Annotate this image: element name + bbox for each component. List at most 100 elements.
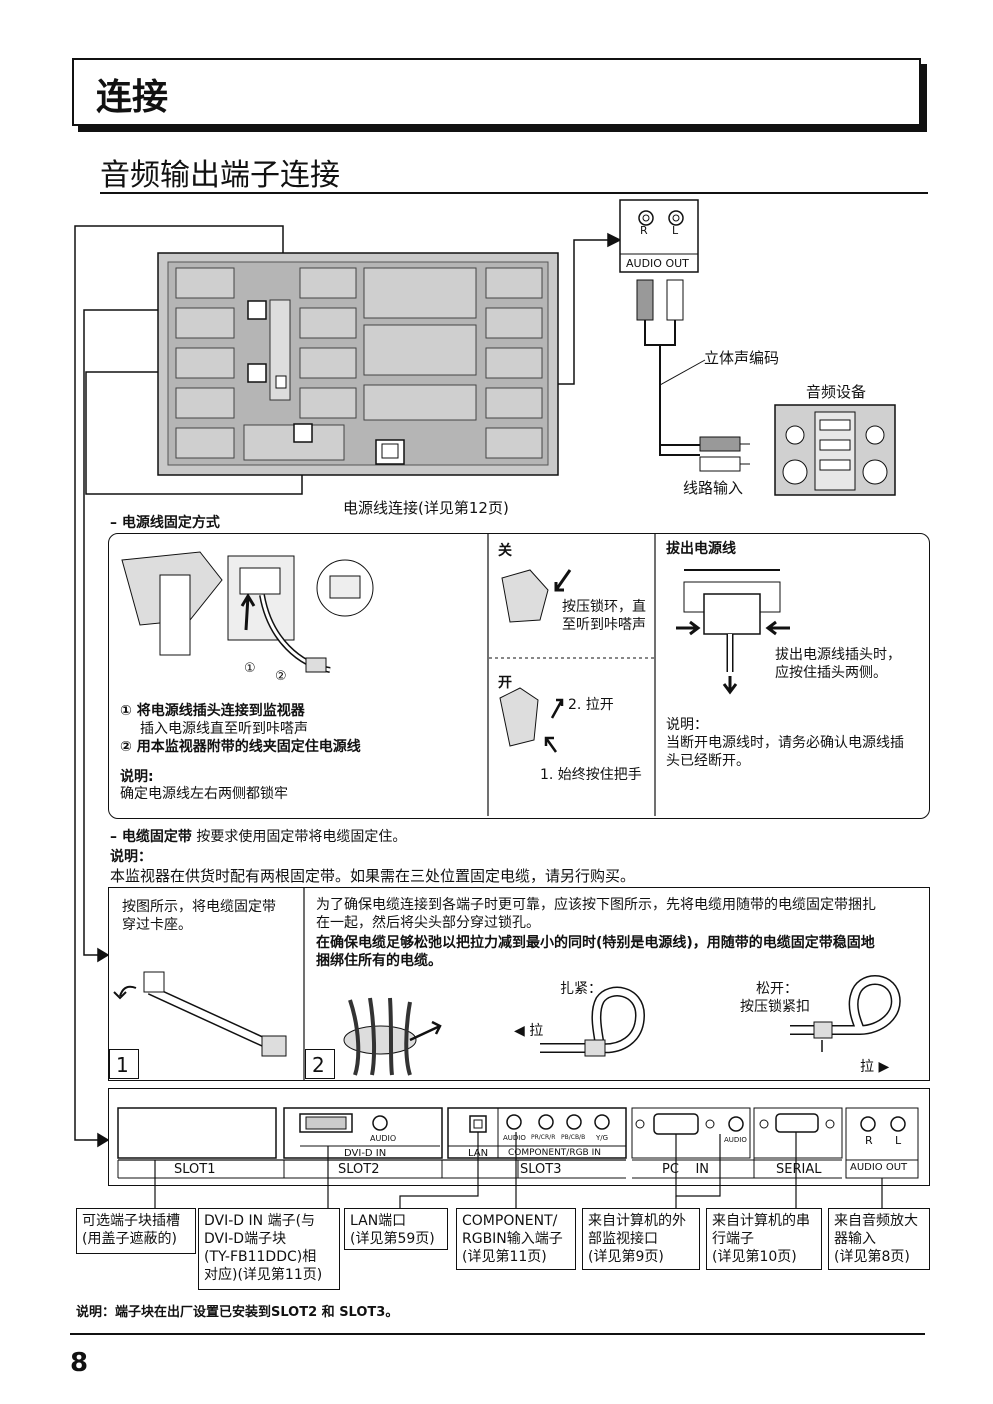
slot1-label: SLOT1: [174, 1162, 216, 1177]
pull-right-label: 拉 ▶: [860, 1059, 890, 1075]
panel2-bold-1: 在确保电缆足够松弛以把拉力减到最小的同时(特别是电源线)，用随带的电缆固定带稳固…: [316, 935, 875, 951]
section-rule: [100, 192, 928, 194]
unplug-text-2: 应按住插头两侧。: [775, 665, 887, 681]
comp-pr-label: PR/CR/R: [531, 1134, 556, 1141]
audio-out-panel-label: AUDIO OUT: [850, 1162, 908, 1173]
panel1-text-1: 按图所示，将电缆固定带: [122, 899, 276, 915]
title-box: 连接: [72, 58, 921, 126]
callout-line: DVI-D端子块: [204, 1231, 287, 1247]
power-fix-heading: – 电源线固定方式: [110, 515, 220, 531]
comp-in-label: COMPONENT/RGB IN: [508, 1148, 601, 1158]
callout-line: (详见第10页): [712, 1249, 797, 1265]
page-number: 8: [70, 1348, 89, 1378]
cable-tie-heading: – 电缆固定带 按要求使用固定带将电缆固定住。: [110, 828, 406, 847]
section-title: 音频输出端子连接: [100, 158, 340, 193]
tighten-label: 扎紧：: [560, 981, 602, 997]
jack-l-label: L: [672, 224, 679, 237]
loosen-label-2: 按压锁紧扣: [740, 999, 810, 1015]
callout-2: ②: [275, 669, 287, 684]
power-fix-step1: ① 将电源线插头连接到监视器: [120, 703, 305, 719]
unplug-title: 拔出电源线: [666, 541, 736, 557]
footer-note: 说明：端子块在出厂设置已安装到SLOT2 和 SLOT3。: [76, 1305, 399, 1320]
pull-left-label: ◀ 拉: [514, 1023, 544, 1039]
callout-line: 行端子: [712, 1231, 754, 1247]
callout-serial: 来自计算机的串 行端子 (详见第10页): [706, 1208, 822, 1270]
page-title: 连接: [96, 77, 169, 118]
callout-line: 可选端子块插槽: [82, 1213, 180, 1229]
callout-slot-cover: 可选端子块插槽 (用盖子遮蔽的): [76, 1208, 196, 1254]
arrow-outer: [97, 1132, 110, 1148]
callout-line: (详见第11页): [462, 1249, 547, 1265]
callout-line: 部监视接口: [588, 1231, 658, 1247]
cable-tie-heading-bold: – 电缆固定带: [110, 829, 192, 845]
panel-r-label: R: [865, 1134, 873, 1147]
callout-line: LAN端口: [350, 1213, 407, 1229]
power-fix-step1-sub: 插入电源线直至听到咔嗒声: [140, 721, 308, 737]
cable-tie-note-text: 本监视器在供货时配有两根固定带。如果需在三处位置固定电缆，请另行购买。: [110, 867, 636, 885]
callout-line: 来自计算机的外: [588, 1213, 686, 1229]
callout-line: (用盖子遮蔽的): [82, 1231, 177, 1247]
unplug-note-title: 说明：: [666, 717, 708, 733]
slot3-label: SLOT3: [520, 1162, 562, 1177]
power-fix-note-text: 确定电源线左右两侧都锁牢: [120, 786, 288, 802]
open-step1: 1. 始终按住把手: [540, 767, 642, 783]
line-third: [85, 371, 303, 495]
callout-line: (TY-FB11DDC)相: [204, 1249, 317, 1265]
callout-line: RGBIN输入端子: [462, 1231, 563, 1247]
open-step2: 2. 拉开: [568, 697, 614, 713]
callout-component: COMPONENT/ RGBIN输入端子 (详见第11页): [456, 1208, 576, 1270]
callout-audio-out: 来自音频放大 器输入 (详见第8页): [828, 1208, 930, 1270]
close-text-2: 至听到咔嗒声: [562, 617, 646, 633]
panel2-text-1: 为了确保电缆连接到各端子时更可靠，应该按下图所示，先将电缆用随带的电缆固定带捆扎: [316, 897, 876, 913]
callout-line: 对应)(详见第11页): [204, 1267, 323, 1283]
callout-dvi: DVI-D IN 端子(与 DVI-D端子块 (TY-FB11DDC)相 对应)…: [198, 1208, 340, 1290]
callout-line: (详见第9页): [588, 1249, 664, 1265]
power-fix-step2: ② 用本监视器附带的线夹固定住电源线: [120, 739, 361, 755]
callout-line: COMPONENT/: [462, 1213, 558, 1229]
dvi-in-label: DVI-D IN: [344, 1148, 387, 1159]
lan-label: LAN: [468, 1148, 489, 1159]
footer-rule: [70, 1333, 925, 1335]
callout-lan: LAN端口 (详见第59页): [344, 1208, 448, 1250]
audio-out-label: AUDIO OUT: [626, 257, 689, 270]
panel1-text-2: 穿过卡座。: [122, 917, 192, 933]
close-text-1: 按压锁环，直: [562, 599, 646, 615]
slot2-label: SLOT2: [338, 1162, 380, 1177]
panel-number-2: 2: [305, 1049, 335, 1079]
callout-line: (详见第59页): [350, 1231, 435, 1247]
arrow-second: [97, 947, 110, 963]
callout-pc-in: 来自计算机的外 部监视接口 (详见第9页): [582, 1208, 700, 1270]
dvi-audio-label: AUDIO: [370, 1134, 397, 1143]
open-label: 开: [498, 675, 512, 691]
cable-tie-heading-rest: 按要求使用固定带将电缆固定住。: [191, 829, 407, 845]
serial-label: SERIAL: [776, 1162, 822, 1177]
comp-pb-label: PB/CB/B: [561, 1134, 586, 1141]
callout-line: 来自音频放大: [834, 1213, 918, 1229]
cable-tie-note-title: 说明：: [110, 849, 152, 865]
callout-1: ①: [244, 661, 256, 676]
power-connection-label: 电源线连接(详见第12页): [343, 499, 509, 517]
line-in-label: 线路输入: [683, 479, 744, 497]
unplug-note-2: 头已经断开。: [666, 753, 750, 769]
arrow-audio: [607, 232, 622, 248]
unplug-text-1: 拔出电源线插头时，: [775, 647, 901, 663]
close-label: 关: [498, 543, 512, 559]
callout-line: 器输入: [834, 1231, 876, 1247]
callout-line: DVI-D IN 端子(与: [204, 1213, 316, 1229]
line-audio: [290, 239, 610, 385]
power-fix-note-title: 说明:: [120, 769, 154, 785]
pc-audio-label: AUDIO: [724, 1136, 747, 1144]
panel-l-label: L: [895, 1134, 902, 1147]
comp-audio-label: AUDIO: [503, 1134, 526, 1142]
panel2-text-2: 在一起，然后将尖头部分穿过锁孔。: [316, 915, 540, 931]
jack-r-label: R: [640, 224, 648, 237]
unplug-note-1: 当断开电源线时，请务必确认电源线插: [666, 735, 904, 751]
callout-line: (详见第8页): [834, 1249, 910, 1265]
loosen-label-1: 松开：: [756, 981, 798, 997]
panel-number-1: 1: [109, 1049, 139, 1079]
callout-line: 来自计算机的串: [712, 1213, 810, 1229]
panel2-bold-2: 捆绑住所有的电缆。: [316, 953, 442, 969]
pc-in-label: PC IN: [662, 1162, 710, 1177]
comp-y-label: Y/G: [596, 1134, 609, 1142]
stereo-cable-label: 立体声编码: [704, 349, 780, 367]
